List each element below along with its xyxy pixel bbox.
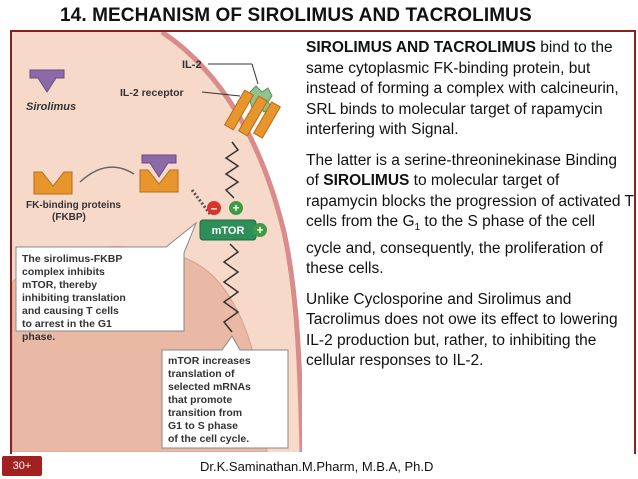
paragraph-2: The latter is a serine-threoninekinase B… <box>306 151 634 280</box>
left-callout-line6: to arrest in the G1 <box>22 318 112 330</box>
p2-subscript: 1 <box>414 222 421 234</box>
slide-frame <box>10 30 636 454</box>
left-callout-line1: The sirolimus-FKBP <box>22 253 122 265</box>
binding-arrow <box>79 166 135 183</box>
slide-title: 14. MECHANISM OF SIROLIMUS AND TACROLIMU… <box>60 5 532 26</box>
fkbp-icon <box>33 171 73 195</box>
il2-label: IL-2 <box>182 59 202 71</box>
paragraph-1: SIROLIMUS AND TACROLIMUS bind to the sam… <box>306 38 634 141</box>
il2-pointer-tail <box>251 63 259 85</box>
bottom-callout-line6: G1 to S phase <box>168 420 238 432</box>
bottom-callout-line4: that promote <box>168 394 232 406</box>
plus-sign-right: + <box>256 223 263 237</box>
p1-rest: bind to the same cytoplasmic FK-binding … <box>306 39 619 138</box>
left-callout-text: The sirolimus-FKBP complex inhibits mTOR… <box>22 253 126 343</box>
bottom-callout-line3: selected mRNAs <box>168 381 251 393</box>
paragraph-3: Unlike Cyclosporine and Sirolimus and Ta… <box>306 290 618 370</box>
p2-c: to the S phase of the cell cycle and, co… <box>306 213 603 278</box>
mechanism-diagram: IL-2 IL-2 receptor Sirolimus FK-binding … <box>11 29 305 453</box>
diagram-svg: IL-2 IL-2 receptor Sirolimus FK-binding … <box>11 29 305 453</box>
bound-sirolimus-icon <box>141 154 177 178</box>
receptor-chain-3 <box>252 101 282 139</box>
sirolimus-molecule-icon <box>29 69 65 93</box>
inhibition-arrow <box>190 189 212 215</box>
minus-sign: – <box>211 201 218 215</box>
bottom-callout-line2: translation of <box>168 368 235 380</box>
mtor-label: mTOR <box>212 225 245 237</box>
bottom-callout-line5: transition from <box>168 407 242 419</box>
receptor-pointer-line <box>201 91 241 97</box>
left-callout-line2: complex inhibits <box>22 266 105 278</box>
left-callout-line7: phase. <box>22 331 55 343</box>
cell-membrane <box>160 29 305 453</box>
p2-a: The latter is a serine-threoninekinase B… <box>306 151 618 190</box>
p2-b: to molecular target of rapamycin blocks … <box>306 172 634 230</box>
extracellular-space <box>162 32 302 452</box>
bound-fkbp-icon <box>139 169 179 193</box>
left-callout-line3: mTOR, thereby <box>22 279 97 291</box>
signal-zigzag-bottom <box>222 243 240 333</box>
il2-receptor-label: IL-2 receptor <box>120 87 184 99</box>
p2-bold: SIROLIMUS <box>323 172 410 189</box>
p1-bold: SIROLIMUS AND TACROLIMUS <box>306 39 536 56</box>
fkbp-label-line1: FK-binding proteins <box>26 200 121 211</box>
page-number-badge: 30+ <box>2 456 42 476</box>
receptor-chain-1 <box>223 89 255 131</box>
plus-badge-top <box>229 201 243 215</box>
left-callout-line5: and causing T cells <box>22 305 119 317</box>
plus-sign-top: + <box>232 201 239 215</box>
bottom-callout-box <box>161 335 289 449</box>
left-callout-line4: inhibiting translation <box>22 292 126 304</box>
signal-zigzag-top <box>224 141 240 199</box>
author-footer: Dr.K.Saminathan.M.Pharm, M.B.A, Ph.D <box>200 459 434 474</box>
minus-badge <box>207 201 221 215</box>
explanation-text: SIROLIMUS AND TACROLIMUS bind to the sam… <box>306 38 634 382</box>
sirolimus-label: Sirolimus <box>26 101 76 113</box>
fkbp-label-line2: (FKBP) <box>52 212 86 223</box>
bottom-callout-line7: of the cell cycle. <box>168 433 249 445</box>
receptor-chain-2 <box>237 95 269 137</box>
plus-badge-right <box>253 223 267 237</box>
bottom-callout-text: mTOR increases translation of selected m… <box>168 355 251 445</box>
bottom-callout-line1: mTOR increases <box>168 355 251 367</box>
left-callout-box <box>15 221 198 332</box>
